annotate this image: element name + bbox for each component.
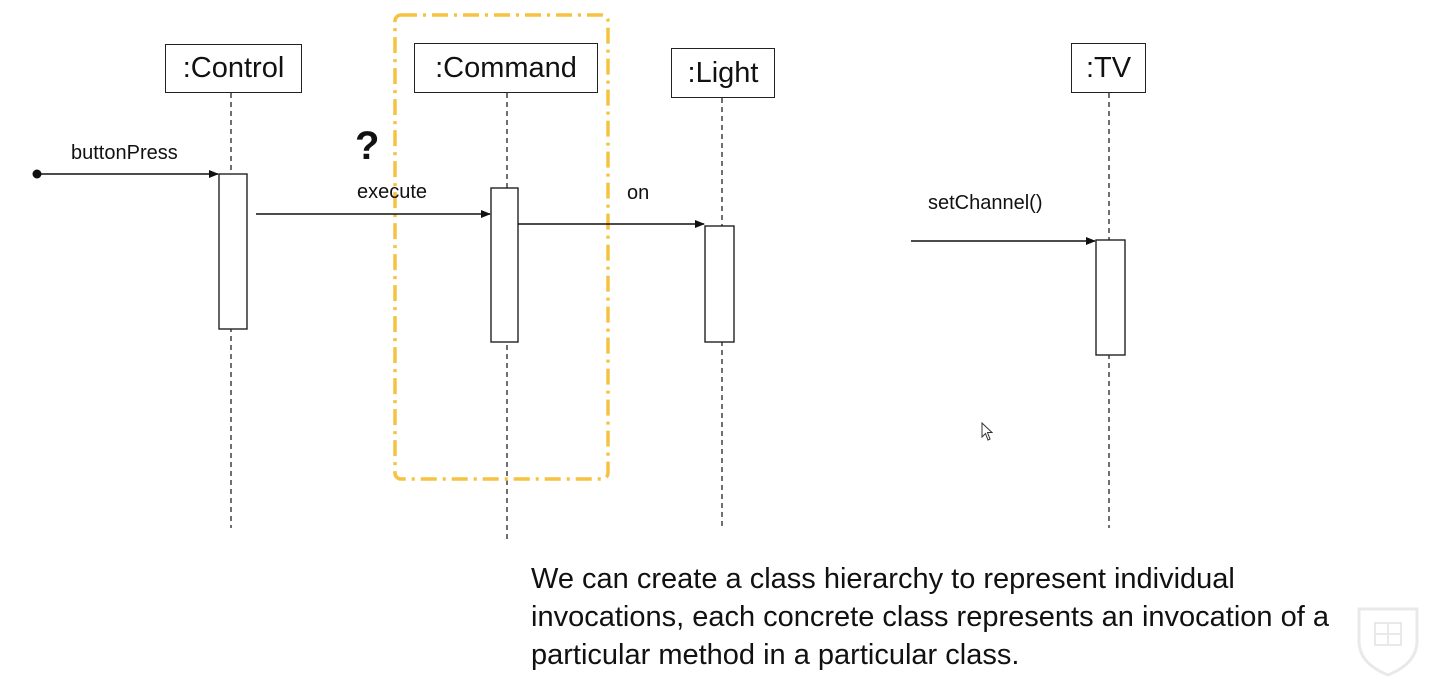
cursor-arrow-icon — [981, 422, 993, 441]
activation-command — [490, 187, 519, 343]
caption-line-1: We can create a class hierarchy to repre… — [531, 563, 1235, 595]
university-crest-icon — [1357, 607, 1419, 677]
object-command-label: :Command — [435, 51, 577, 84]
object-control: :Control — [165, 44, 302, 93]
object-light: :Light — [671, 48, 775, 98]
command-highlight-box — [393, 13, 610, 481]
message-label-on: on — [627, 182, 650, 204]
message-label-buttonPress: buttonPress — [71, 142, 178, 164]
activation-control — [218, 173, 248, 330]
object-light-label: :Light — [687, 56, 759, 89]
message-label-setChannel: setChannel() — [928, 192, 1043, 214]
caption-line-2: invocations, each concrete class represe… — [531, 601, 1329, 633]
activation-light — [704, 225, 735, 343]
object-control-label: :Control — [182, 52, 285, 84]
message-label-execute: execute — [357, 181, 428, 203]
object-command: :Command — [414, 43, 598, 93]
question-mark: ? — [355, 124, 380, 168]
object-tv: :TV — [1071, 43, 1146, 93]
activation-tv — [1095, 239, 1126, 356]
caption-text: We can create a class hierarchy to repre… — [531, 560, 1431, 674]
caption-line-3: particular method in a particular class. — [531, 639, 1020, 671]
object-tv-label: :TV — [1085, 51, 1132, 84]
